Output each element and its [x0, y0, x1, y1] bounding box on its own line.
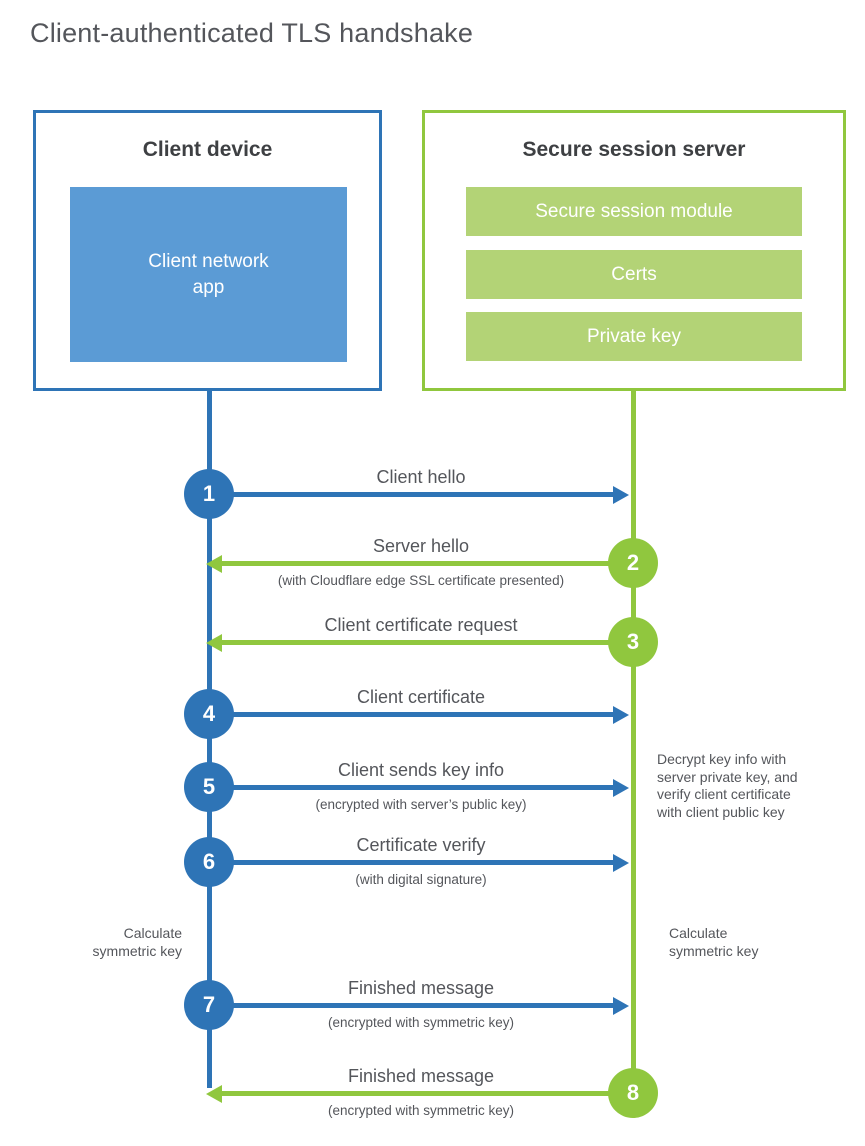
step-7-arrow-right-icon [233, 996, 629, 1015]
step-6-badge: 6 [184, 837, 234, 887]
step-2-badge: 2 [608, 538, 658, 588]
server-decrypt-key-info-note: Decrypt key info with server private key… [657, 751, 798, 820]
step-4-arrow-right-icon [233, 705, 629, 724]
step-2-sublabel: (with Cloudflare edge SSL certificate pr… [277, 573, 565, 588]
step-4-badge: 4 [184, 689, 234, 739]
step-1-arrow-right-icon [233, 485, 629, 504]
step-7-label: Finished message [347, 978, 495, 998]
step-1-badge: 1 [184, 469, 234, 519]
step-5-sublabel: (encrypted with server’s public key) [315, 797, 527, 812]
client-lifeline [207, 391, 212, 1088]
step-1-label: Client hello [376, 467, 466, 487]
step-7-badge: 7 [184, 980, 234, 1030]
step-5-badge: 5 [184, 762, 234, 812]
server-module-private-key: Private key [466, 312, 802, 361]
step-3-badge: 3 [608, 617, 658, 667]
step-6-sublabel: (with digital signature) [355, 872, 487, 887]
step-3-arrow-left-icon [206, 633, 609, 652]
step-6-arrow-right-icon [233, 853, 629, 872]
server-module-certs: Certs [466, 250, 802, 299]
step-5-arrow-right-icon [233, 778, 629, 797]
step-2-arrow-left-icon [206, 554, 609, 573]
step-8-arrow-left-icon [206, 1084, 609, 1103]
client-device-heading: Client device [142, 138, 273, 161]
server-heading: Secure session server [522, 138, 746, 161]
step-6-label: Certificate verify [356, 835, 486, 855]
client-device-box: Client device Client network app [33, 110, 382, 391]
step-8-sublabel: (encrypted with symmetric key) [327, 1103, 515, 1118]
step-2-label: Server hello [372, 536, 470, 556]
server-lifeline [631, 391, 636, 1093]
step-3-label: Client certificate request [324, 615, 518, 635]
secure-session-server-box: Secure session server Secure session mod… [422, 110, 846, 391]
step-8-label: Finished message [347, 1066, 495, 1086]
client-network-app-box: Client network app [70, 187, 347, 362]
step-5-label: Client sends key info [337, 760, 505, 780]
step-7-sublabel: (encrypted with symmetric key) [327, 1015, 515, 1030]
client-calculate-symmetric-key-note: Calculate symmetric key [92, 925, 182, 959]
step-8-badge: 8 [608, 1068, 658, 1118]
server-calculate-symmetric-key-note: Calculate symmetric key [669, 925, 759, 959]
step-4-label: Client certificate [356, 687, 486, 707]
page-title: Client-authenticated TLS handshake [30, 18, 474, 48]
server-module-secure-session: Secure session module [466, 187, 802, 236]
